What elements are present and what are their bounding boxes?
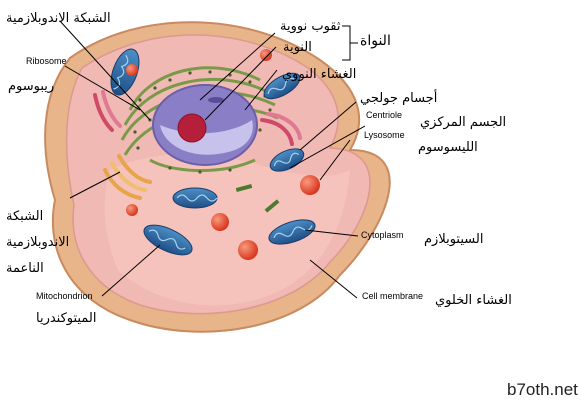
mitochondrion	[263, 72, 301, 100]
label-nucleolus: النوية	[283, 40, 312, 55]
lysosome	[211, 213, 229, 231]
label-ribosome-ar: ريبوسوم	[8, 79, 55, 94]
label-ribosome: Ribosome	[26, 56, 67, 66]
label-smooth-er-2: الاندوبلازمية	[6, 235, 70, 250]
mitochondrion	[172, 187, 218, 209]
label-lysosome-ar: الليسوسوم	[418, 140, 478, 155]
golgi-apparatus	[260, 112, 302, 146]
label-mitochondrion: Mitochondrion	[36, 291, 93, 301]
mitochondrion	[110, 48, 140, 96]
label-nuclear-envelope: الغشاء النووي	[282, 67, 357, 82]
label-lysosome: Lysosome	[364, 130, 405, 140]
label-cell-membrane-ar: الغشاء الخلوي	[435, 293, 512, 308]
golgi-apparatus	[103, 154, 152, 200]
label-cell-membrane: Cell membrane	[362, 291, 424, 301]
label-cytoplasm: Cytoplasm	[361, 230, 404, 240]
lysosome	[238, 240, 258, 260]
mitochondrion	[143, 224, 193, 256]
mitochondrion	[269, 148, 305, 172]
label-nucleus: النواة	[360, 33, 391, 49]
golgi-apparatus	[93, 90, 122, 132]
label-mitochondria-ar: الميتوكندريا	[36, 311, 97, 326]
leader-lines	[59, 20, 366, 299]
label-smooth-er-1: الشبكة	[6, 209, 44, 224]
label-smooth-er-3: الناعمة	[6, 261, 44, 276]
nucleus-cutaway	[160, 120, 253, 155]
label-nuclear-pores: ثقوب نووية	[280, 19, 341, 34]
lysosome	[260, 49, 272, 61]
lysosome	[300, 175, 320, 195]
label-cytoplasm-ar: السيتوبلازم	[424, 232, 484, 247]
cut-face	[104, 154, 351, 306]
label-endoplasmic-reticulum: الشبكة الاندوبلازمية	[6, 11, 111, 26]
nuclear-pore	[208, 97, 224, 103]
lysosome	[126, 204, 138, 216]
label-centriole: Centriole	[366, 110, 403, 120]
label-golgi: أجسام جولجي	[360, 91, 438, 106]
lysosome	[126, 64, 138, 76]
centriole	[235, 183, 280, 213]
watermark: b7oth.net	[507, 380, 578, 399]
nucleolus	[177, 113, 207, 143]
label-centrosome: الجسم المركزي	[420, 115, 507, 130]
